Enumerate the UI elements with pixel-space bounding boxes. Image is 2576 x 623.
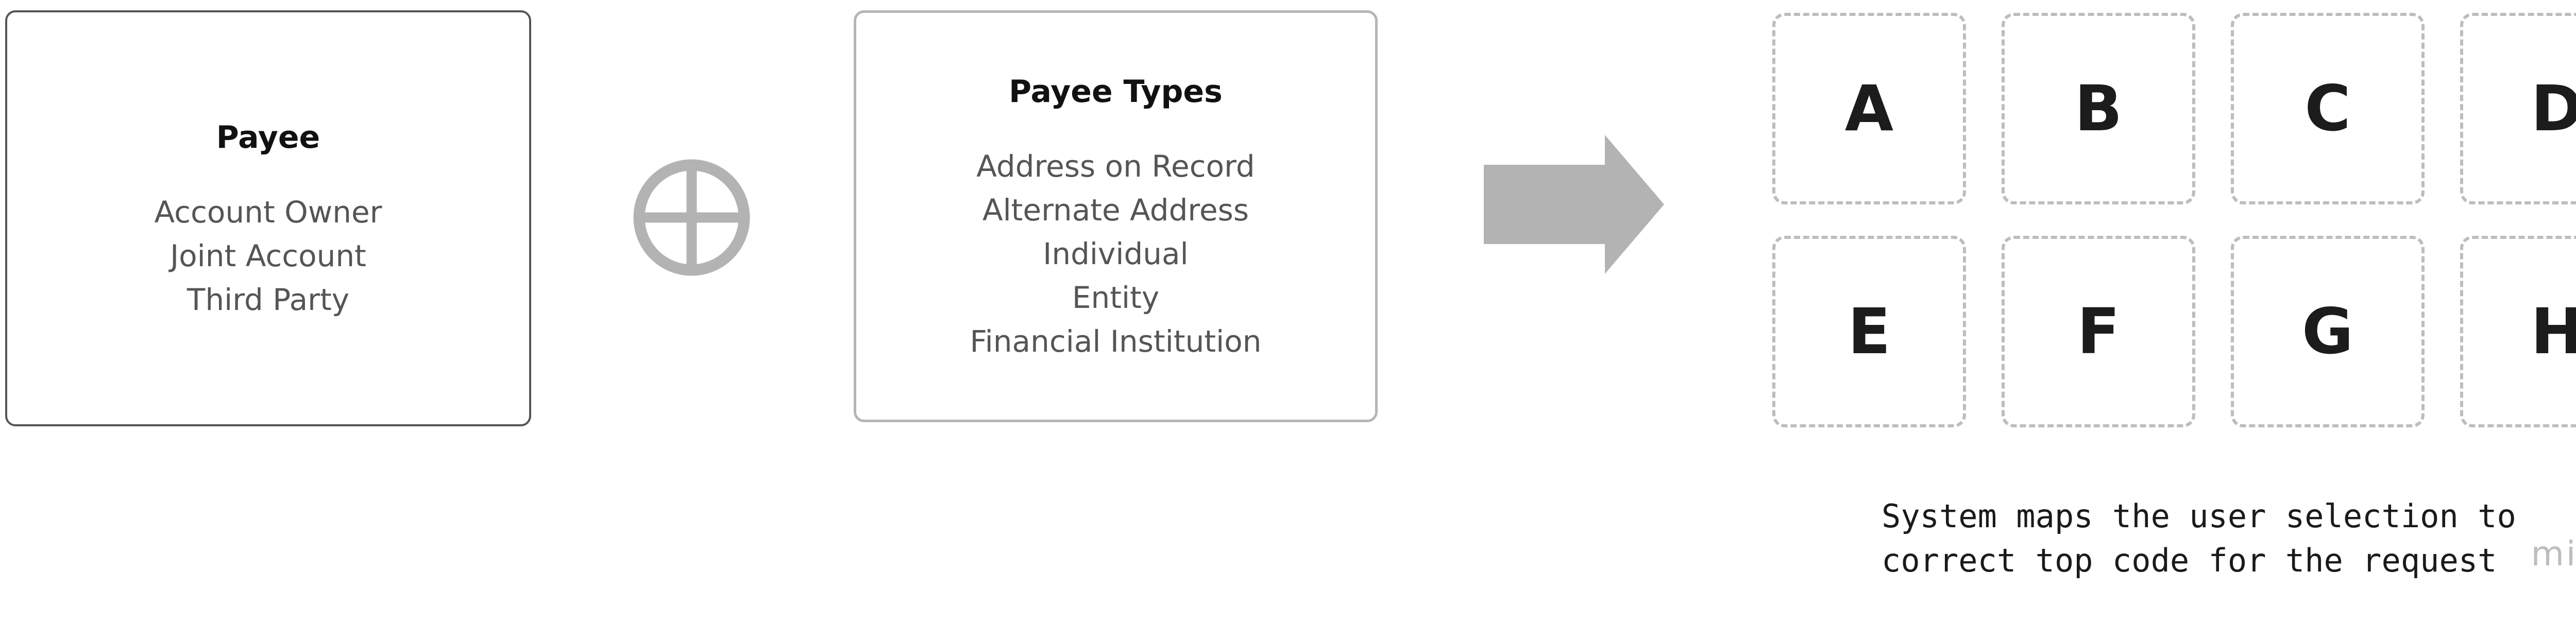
payee-types-list: Address on Record Alternate Address Indi… <box>970 145 1262 364</box>
code-cell-g: G <box>2231 236 2425 427</box>
code-letter: A <box>1844 72 1894 145</box>
code-letter: D <box>2531 72 2576 145</box>
code-cell-c: C <box>2231 13 2425 204</box>
code-letter: E <box>1848 295 1891 368</box>
caption-line: correct top code for the request <box>1882 542 2497 579</box>
code-cell-b: B <box>2002 13 2195 204</box>
code-cell-d: D <box>2460 13 2576 204</box>
payee-box: Payee Account Owner Joint Account Third … <box>5 10 531 426</box>
caption-line: System maps the user selection to <box>1882 497 2516 535</box>
code-cell-a: A <box>1772 13 1966 204</box>
payee-type-item: Financial Institution <box>970 323 1262 359</box>
payee-item: Joint Account <box>170 238 366 273</box>
payee-list: Account Owner Joint Account Third Party <box>155 191 382 322</box>
code-letter: H <box>2530 295 2576 368</box>
payee-types-title: Payee Types <box>1009 73 1223 110</box>
code-cell-e: E <box>1772 236 1966 427</box>
code-letter: G <box>2301 295 2354 368</box>
miro-watermark: miro <box>2514 525 2576 582</box>
payee-type-item: Alternate Address <box>982 192 1249 228</box>
payee-type-item: Individual <box>1043 236 1189 271</box>
right-arrow-icon <box>1484 135 1664 274</box>
code-cell-h: H <box>2460 236 2576 427</box>
payee-type-item: Entity <box>1072 280 1160 315</box>
payee-item: Third Party <box>187 282 350 317</box>
circle-plus-icon <box>631 157 752 278</box>
code-letter: C <box>2304 72 2351 145</box>
caption-text: System maps the user selection to correct… <box>1882 494 2520 583</box>
code-cell-f: F <box>2002 236 2195 427</box>
payee-title: Payee <box>216 119 320 155</box>
code-letter: B <box>2074 72 2123 145</box>
payee-types-box: Payee Types Address on Record Alternate … <box>854 10 1378 422</box>
code-letter: F <box>2077 295 2120 368</box>
payee-type-item: Address on Record <box>976 148 1255 184</box>
payee-item: Account Owner <box>154 194 382 230</box>
